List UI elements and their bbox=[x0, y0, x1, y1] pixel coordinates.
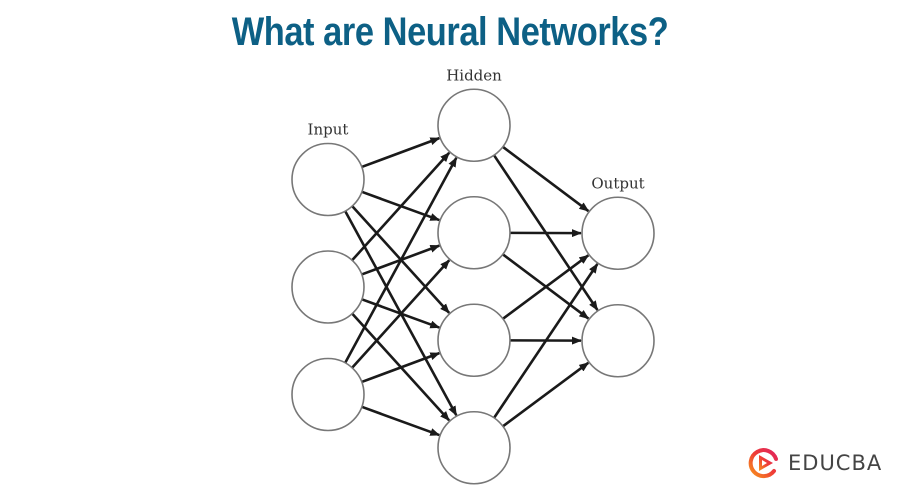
output-layer-label: Output bbox=[591, 174, 644, 192]
edge-hidden-1-to-output-1 bbox=[502, 145, 590, 213]
play-circle-icon bbox=[748, 448, 778, 479]
hidden-node-4 bbox=[437, 410, 511, 485]
hidden-layer-label: Hidden bbox=[446, 66, 502, 84]
edge-input-3-to-hidden-1 bbox=[344, 156, 458, 364]
hidden-node-2 bbox=[437, 195, 511, 270]
educba-logo: EDUCBA bbox=[748, 447, 882, 479]
page-title: What are Neural Networks? bbox=[231, 10, 669, 54]
edge-input-2-to-hidden-1 bbox=[351, 151, 451, 262]
output-node-1 bbox=[581, 196, 655, 271]
input-node-1 bbox=[291, 142, 365, 217]
edge-input-3-to-hidden-4 bbox=[361, 405, 441, 437]
input-layer-label: Input bbox=[308, 121, 349, 139]
edge-hidden-4-to-output-2 bbox=[502, 361, 590, 428]
brand-name: EDUCBA bbox=[788, 451, 883, 475]
input-node-2 bbox=[291, 250, 365, 324]
edge-input-3-to-hidden-2 bbox=[351, 259, 451, 369]
nodes bbox=[291, 88, 655, 485]
edge-hidden-3-to-output-1 bbox=[502, 254, 590, 320]
edge-input-3-to-hidden-3 bbox=[361, 351, 441, 384]
hidden-node-1 bbox=[437, 88, 511, 163]
connections bbox=[344, 136, 599, 437]
input-node-3 bbox=[291, 357, 365, 432]
edge-input-1-to-hidden-1 bbox=[361, 136, 441, 169]
output-node-2 bbox=[581, 303, 655, 378]
hidden-node-3 bbox=[437, 303, 511, 378]
edge-hidden-4-to-output-1 bbox=[492, 263, 599, 419]
